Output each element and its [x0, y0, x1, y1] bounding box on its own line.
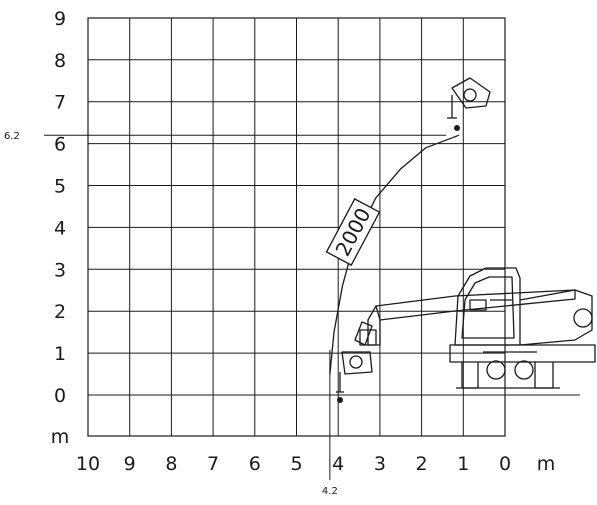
machine-leg-right [534, 362, 554, 389]
load-value-label: 2000 [325, 198, 381, 266]
reference-label-horizontal: 6.2 [4, 131, 20, 142]
y-tick-label: 6 [54, 134, 66, 156]
x-tick-label: 8 [165, 453, 177, 475]
y-tick-label: 8 [54, 50, 66, 72]
y-tick-label: 1 [54, 343, 66, 365]
y-tick-label: 2 [54, 301, 66, 323]
load-curve-group: 2000 [325, 134, 460, 375]
grid [87, 17, 580, 437]
machine-wheel-right [514, 360, 534, 380]
machine-cab-seat [469, 299, 487, 311]
y-tick-label: 5 [54, 176, 66, 198]
x-tick-label: 1 [457, 453, 469, 475]
x-tick-label: 7 [207, 453, 219, 475]
x-tick-label: 6 [249, 453, 261, 475]
machine-hook-tip-upper [454, 125, 460, 131]
machine-engine-hood [519, 289, 593, 346]
machine-pulley-lower [349, 355, 363, 369]
machine-chassis [449, 344, 596, 363]
x-tick-label: 2 [416, 453, 428, 475]
y-tick-label: 7 [54, 92, 66, 114]
machine-leg-left [461, 362, 479, 389]
machine-hook-lower [336, 372, 344, 393]
machine-rear-lamp [573, 308, 593, 328]
x-tick-label: 5 [290, 453, 302, 475]
machine-cab [454, 267, 521, 346]
machine-hook-tip-lower [337, 397, 343, 403]
machine-wheel-left [486, 360, 506, 380]
machine-cab-window [461, 276, 515, 339]
y-tick-label: 4 [54, 217, 66, 239]
machine-pulley-upper [463, 88, 477, 102]
reference-label-vertical: 4.2 [322, 486, 338, 497]
x-tick-label: 9 [124, 453, 136, 475]
machine-boom [375, 289, 576, 321]
machine-hook-upper [447, 95, 457, 119]
x-tick-label: 10 [76, 453, 100, 475]
x-tick-label: 3 [374, 453, 386, 475]
machine-winch-lower [341, 351, 373, 375]
x-tick-label: 4 [332, 453, 344, 475]
x-tick-label: 0 [499, 453, 511, 475]
y-tick-label: 9 [54, 8, 66, 30]
machine-winch-upper [451, 77, 491, 109]
y-unit-label: m [51, 426, 70, 448]
y-tick-label: 3 [54, 259, 66, 281]
machine-jib [354, 321, 373, 346]
telehandler-illustration [336, 77, 596, 403]
x-unit-label: m [537, 453, 556, 475]
y-tick-label: 0 [54, 385, 66, 407]
load-value-box [325, 198, 381, 266]
